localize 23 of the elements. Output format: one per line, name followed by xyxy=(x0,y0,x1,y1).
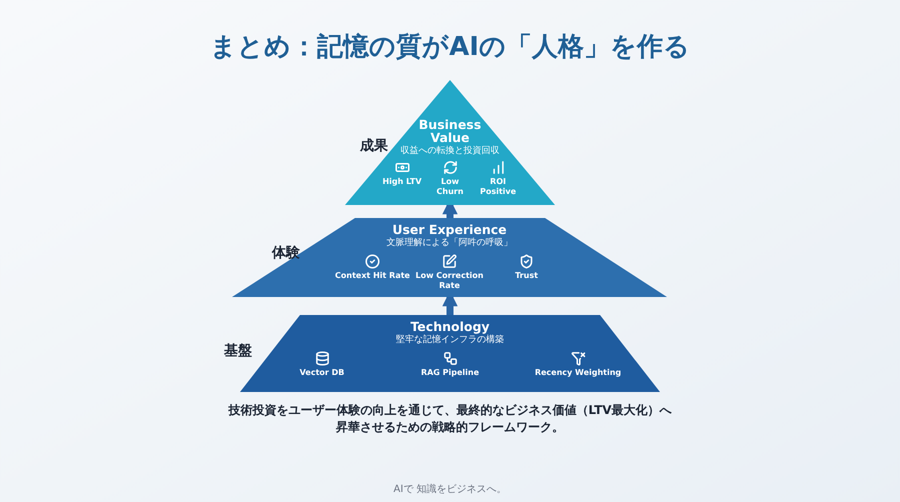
metric-label: Low Correction Rate xyxy=(414,271,484,291)
tier-heading: Technology xyxy=(410,320,490,333)
metric-label: Low Churn xyxy=(436,177,464,197)
metric-label: Recency Weighting xyxy=(534,368,622,378)
metric-label: High LTV xyxy=(382,177,422,187)
tier-label: 成果 xyxy=(360,137,388,156)
tier-subtitle: 文脈理解による「阿吽の呼吸」 xyxy=(386,237,512,249)
tier-subtitle: 収益への転換と投資回収 xyxy=(400,145,500,157)
metric-label: Vector DB xyxy=(300,368,344,378)
metric-label: Context Hit Rate xyxy=(335,271,410,281)
tier-heading: User Experience xyxy=(392,223,507,236)
metric-label: ROI Positive xyxy=(478,177,518,197)
metric-label: RAG Pipeline xyxy=(420,368,480,378)
pyramid-tier xyxy=(345,80,555,205)
tier-heading: Business Value xyxy=(418,118,482,144)
caption: 技術投資をユーザー体験の向上を通じて、最終的なビジネス価値（LTV最大化）へ昇華させるための戦略的フレームワーク。 xyxy=(227,402,673,436)
metric-label: Trust xyxy=(515,271,538,281)
tagline: AIで 知識をビジネスへ。 xyxy=(392,482,508,497)
title: まとめ：記憶の質がAIの「人格」を作る xyxy=(209,31,691,64)
tier-label: 体験 xyxy=(272,244,300,263)
tier-subtitle: 堅牢な記憶インフラの構築 xyxy=(396,334,504,346)
tier-label: 基盤 xyxy=(224,342,252,361)
pyramid-tier xyxy=(232,218,667,297)
